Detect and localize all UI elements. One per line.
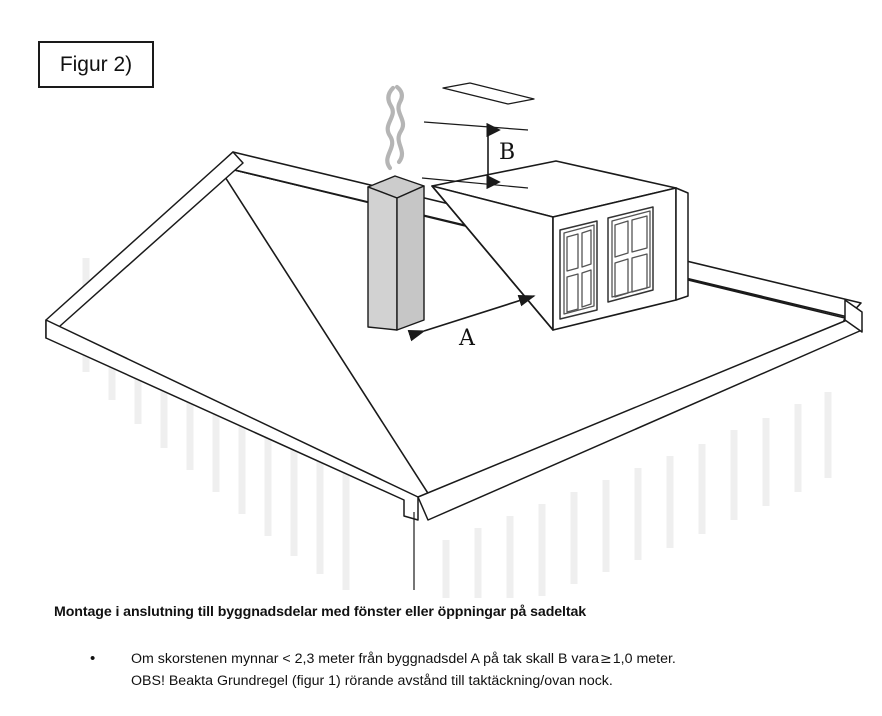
dim-a-arrow bbox=[407, 294, 536, 342]
dimension-a-label: A bbox=[458, 326, 476, 351]
bullet-line-1: Om skorstenen mynnar < 2,3 meter från by… bbox=[131, 648, 882, 670]
greater-equal-symbol: ≥ bbox=[600, 651, 612, 667]
list-item: • Om skorstenen mynnar < 2,3 meter från … bbox=[0, 648, 882, 692]
roof-fascia-right-end bbox=[844, 299, 863, 333]
bullet-text-after: 1,0 meter. bbox=[612, 651, 676, 667]
dormer-window-right bbox=[607, 206, 654, 303]
caption-heading: Montage i anslutning till byggnadsdelar … bbox=[54, 604, 587, 620]
dim-b-ext-top bbox=[423, 121, 529, 131]
dormer-right-edge bbox=[675, 187, 689, 301]
chimney bbox=[367, 175, 425, 331]
dimension-b-label: B bbox=[499, 140, 515, 165]
figure-label-box: Figur 2) bbox=[38, 41, 154, 88]
figure-label-text: Figur 2) bbox=[59, 53, 133, 76]
roof-chimney-diagram: B A bbox=[45, 82, 863, 598]
dimension-a: A bbox=[407, 294, 536, 351]
gable-siding-right bbox=[442, 392, 832, 598]
bullet-line-2: OBS! Beakta Grundregel (figur 1) rörande… bbox=[131, 673, 613, 689]
ridge-cap-detail bbox=[442, 82, 535, 105]
bullet-marker: • bbox=[90, 650, 96, 667]
dimension-b: B bbox=[421, 121, 529, 190]
dormer-window-left bbox=[559, 220, 598, 320]
smoke-icon bbox=[385, 84, 406, 171]
bullet-list: • Om skorstenen mynnar < 2,3 meter från … bbox=[0, 648, 882, 692]
dim-b-ext-bottom bbox=[421, 177, 529, 189]
roof-plane-left bbox=[50, 166, 444, 512]
bullet-text-before: Om skorstenen mynnar < 2,3 meter från by… bbox=[131, 651, 600, 667]
